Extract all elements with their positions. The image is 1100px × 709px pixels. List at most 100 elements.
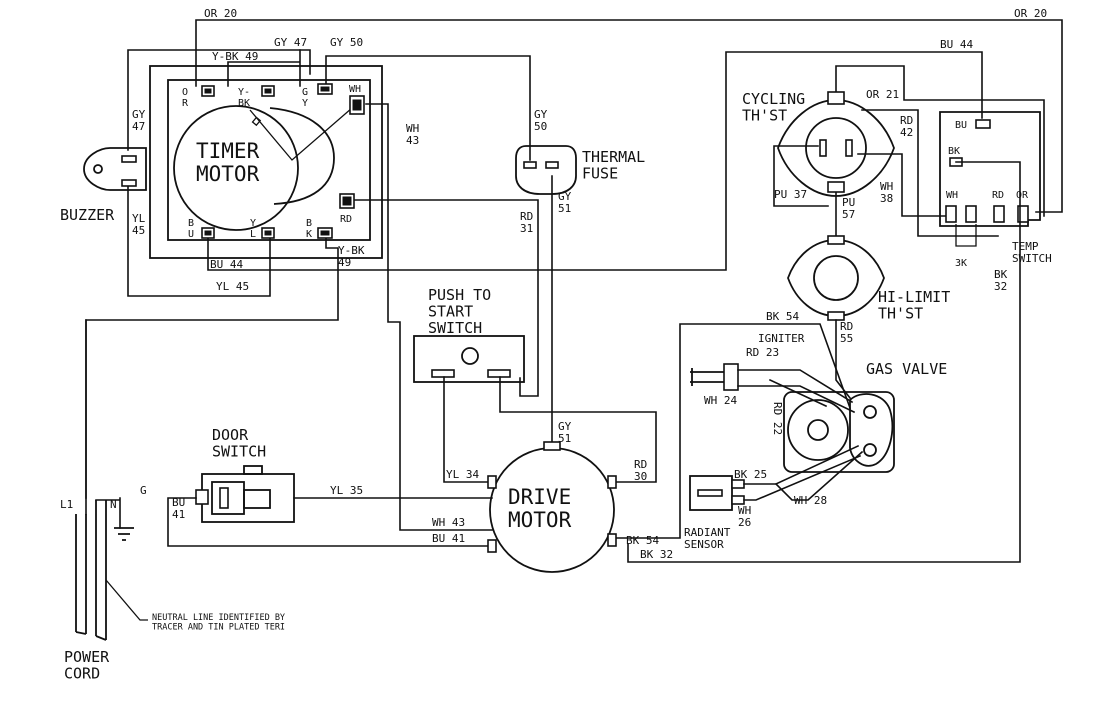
wire-bu41 [167, 497, 493, 547]
temp-terminal-rd: RD [992, 190, 1004, 201]
wire-label-gy47-top: GY 47 [274, 36, 307, 49]
wire-label-or21: OR 21 [866, 88, 899, 101]
wire-label-or20-right: OR 20 [1014, 7, 1047, 20]
temp-terminal-wh: WH [946, 190, 958, 201]
wire-pu37 [773, 145, 829, 207]
ground-symbol [114, 527, 134, 541]
wire-wh38 [857, 153, 947, 217]
wire-label-wh24: WH 24 [704, 394, 737, 407]
wire-ybk49-top [227, 49, 301, 87]
cycling-thermostat [777, 91, 895, 197]
wire-label-wh43-motor: WH 43 [432, 516, 465, 529]
wire-label-ybk49-top: Y-BK 49 [212, 50, 258, 63]
wire-label-or20-top: OR 20 [204, 7, 237, 20]
wire-wh43 [365, 103, 493, 531]
wire-label-bu41-motor: BU 41 [432, 532, 465, 545]
wire-or21 [835, 65, 1045, 217]
igniter-label: IGNITER [758, 332, 805, 345]
wire-or20 [195, 19, 1063, 213]
buzzer [83, 147, 147, 191]
timer-terminal-rd: RD [340, 214, 352, 225]
temp-terminal-or: OR [1016, 190, 1029, 201]
wire-label-yl45-bottom: YL 45 [216, 280, 249, 293]
gas-valve-label: GAS VALVE [866, 360, 947, 378]
buzzer-label: BUZZER [60, 206, 115, 224]
timer-motor [149, 65, 383, 259]
temp-resistor-3k: 3K [955, 258, 967, 269]
door-switch [195, 465, 295, 523]
cord-terminal-n: N [110, 498, 117, 511]
igniter [690, 363, 739, 391]
wire-label-bk32-motor: BK 32 [640, 548, 673, 561]
thermal-fuse [515, 145, 577, 195]
timer-terminal-wh: WH [349, 84, 361, 95]
wire-label-bk54-top: BK 54 [766, 310, 799, 323]
wire-label-yl35: YL 35 [330, 484, 363, 497]
cord-terminal-g: G [140, 484, 147, 497]
wire-label-bu44-bottom: BU 44 [210, 258, 243, 271]
wire-label-rd23: RD 23 [746, 346, 779, 359]
temp-terminal-bu: BU [955, 120, 967, 131]
push-to-start-switch [413, 335, 525, 383]
wire-rd42 [861, 109, 999, 237]
cord-terminal-l1: L1 [60, 498, 73, 511]
wire-wh26 [743, 454, 862, 501]
wire-label-gy50-top: GY 50 [330, 36, 363, 49]
drive-motor [487, 441, 617, 573]
temp-switch [939, 111, 1041, 247]
wire-bu44 [207, 51, 983, 271]
temp-terminal-bk: BK [948, 146, 960, 157]
power-cord [75, 319, 148, 641]
radiant-sensor [689, 475, 745, 511]
wire-yl45 [127, 185, 271, 297]
wire-gy50 [325, 55, 531, 161]
timer-terminal-ybk: Y-BK [238, 87, 250, 109]
wire-gy47 [127, 49, 311, 151]
wire-label-wh28: WH 28 [794, 494, 827, 507]
wire-bk54 [611, 323, 852, 539]
wire-rd30 [499, 376, 657, 483]
wire-label-bu44-top: BU 44 [940, 38, 973, 51]
wire-label-yl34: YL 34 [446, 468, 479, 481]
wire-label-bk25: BK 25 [734, 468, 767, 481]
wire-wh24 [737, 385, 856, 414]
wire-label-rd22: RD 22 [771, 402, 784, 435]
wire-yl34 [443, 376, 493, 483]
wire-wh28 [774, 450, 864, 501]
wire-rd31 [349, 199, 539, 397]
hi-limit-thermostat [787, 235, 885, 321]
